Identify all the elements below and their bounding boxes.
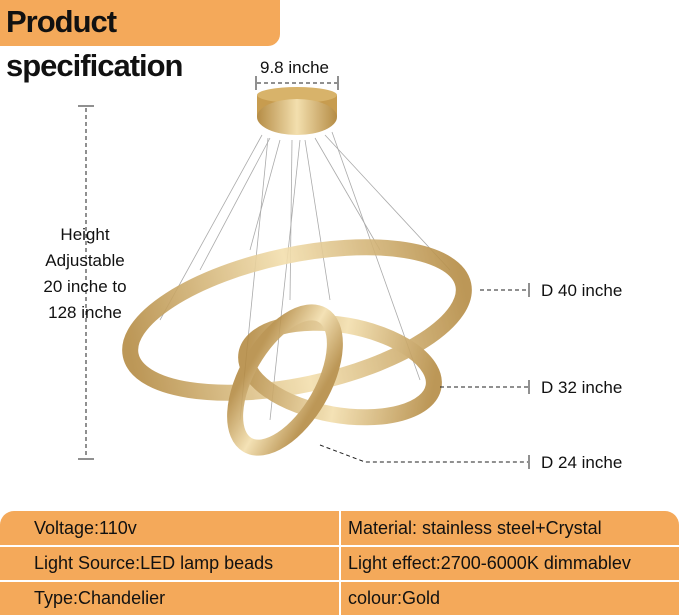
- height-line: 20 inche to: [43, 277, 127, 296]
- spec-material: Material: stainless steel+Crystal: [348, 518, 602, 538]
- ring-medium-label: D 32 inche: [541, 378, 623, 397]
- diameter-leaders: [319, 289, 528, 463]
- page-title: Product specification: [0, 0, 280, 83]
- canopy: [257, 87, 337, 135]
- canopy-width-label: 9.8 inche: [260, 58, 329, 77]
- height-line: 128 inche: [48, 303, 122, 322]
- height-label: Height Adjustable 20 inche to 128 inche: [20, 222, 150, 326]
- column-divider: [339, 511, 341, 615]
- spec-colour: colour:Gold: [348, 588, 441, 608]
- ring-small-label: D 24 inche: [541, 453, 623, 472]
- ring-large-label: D 40 inche: [541, 281, 623, 300]
- height-line: Adjustable: [45, 251, 125, 270]
- spec-voltage: Voltage:110v: [34, 518, 137, 538]
- ring-small: [227, 304, 343, 456]
- spec-type: Type:Chandelier: [34, 588, 166, 608]
- spec-light-source: Light Source:LED lamp beads: [34, 553, 274, 573]
- ring-large: [122, 239, 472, 401]
- height-line: Height: [60, 225, 110, 244]
- ring-medium: [238, 314, 442, 426]
- spec-light-effect: Light effect:2700-6000K dimmablev: [348, 553, 631, 573]
- spec-table: Voltage:110v Material: stainless steel+C…: [0, 511, 679, 615]
